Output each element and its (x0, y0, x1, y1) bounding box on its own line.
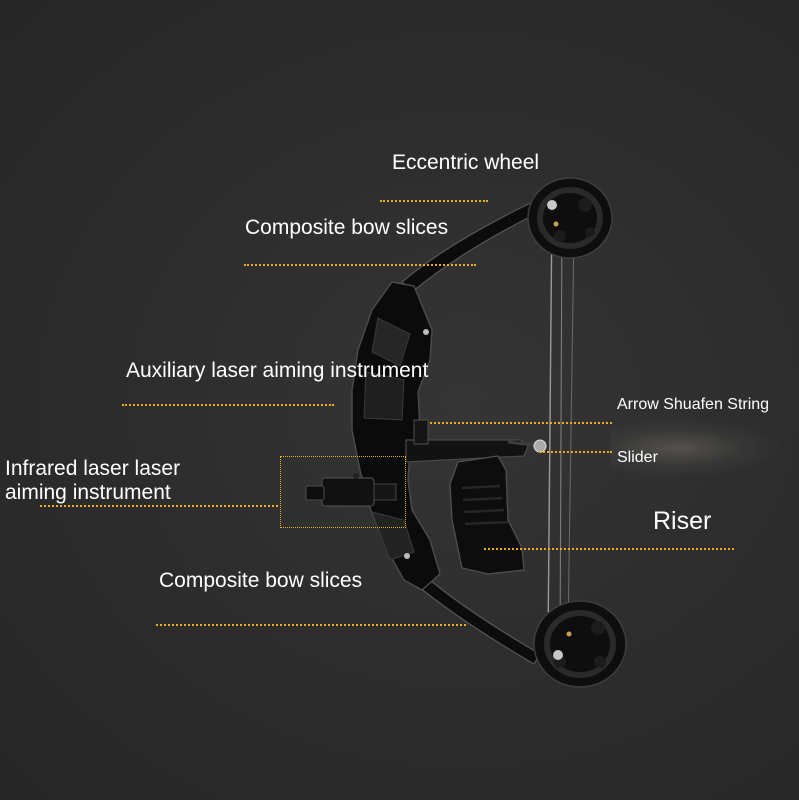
grip-handle (449, 455, 525, 575)
leader-riser (484, 548, 734, 550)
label-arrow-string: Arrow Shuafen String (617, 396, 770, 413)
leader-lower-limb (156, 624, 466, 626)
infrared-laser-unit (305, 473, 397, 507)
upper-axle-bolt (547, 200, 557, 210)
string-cable (567, 229, 575, 633)
leader-infrared (40, 505, 278, 507)
grip-texture (461, 484, 509, 526)
riser-frame (351, 281, 441, 591)
label-infrared-line2: aiming instrument (5, 481, 171, 504)
leader-arrow-string (430, 422, 612, 424)
leader-eccentric-wheel (380, 200, 488, 202)
lower-axle-bolt (553, 650, 563, 660)
label-laser-aux: Auxiliary laser aiming instrument (126, 359, 429, 382)
lower-limb (405, 565, 541, 665)
label-slider: Slider (617, 449, 658, 466)
string-secondary (559, 213, 563, 649)
label-upper-limb: Composite bow slices (245, 216, 449, 239)
light-glare (610, 420, 780, 476)
label-riser: Riser (653, 507, 712, 535)
lower-eccentric-wheel (533, 600, 627, 688)
leader-laser-aux (122, 404, 334, 406)
leader-upper-limb (244, 264, 476, 266)
leader-slider (540, 451, 612, 453)
label-eccentric-wheel: Eccentric wheel (392, 151, 540, 174)
bow-strings (547, 204, 575, 649)
infrared-callout-box (280, 456, 406, 528)
upper-eccentric-wheel (527, 177, 613, 259)
label-lower-limb: Composite bow slices (159, 569, 363, 592)
arrow-rest (413, 419, 429, 445)
label-infrared-line1: Infrared laser laser (5, 457, 181, 480)
